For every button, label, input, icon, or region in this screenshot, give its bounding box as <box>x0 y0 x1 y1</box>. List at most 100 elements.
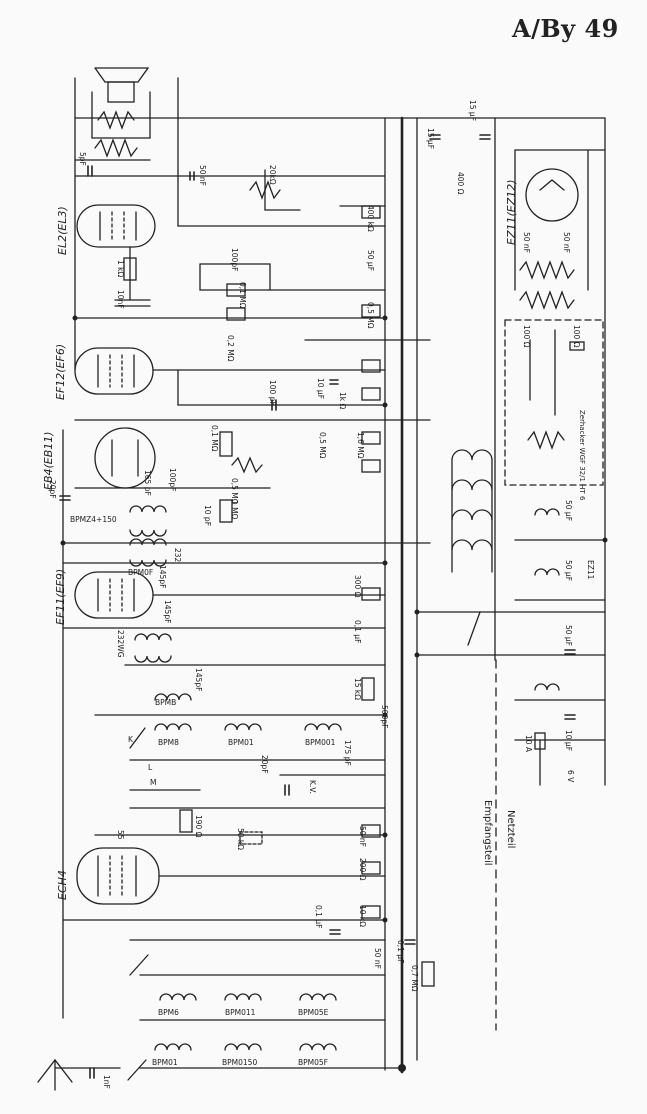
label-c-50-p5: 50 µF <box>564 625 573 646</box>
label-r-1k-b: 1k Ω <box>338 392 347 409</box>
label-coil-bpm011: BPM011 <box>225 1008 256 1017</box>
label-c-10uf: 10 µF <box>316 378 325 399</box>
label-fuse: 10 A <box>524 735 533 753</box>
label-r-400k: 400 kΩ <box>366 205 375 232</box>
tube-ef12 <box>74 347 154 395</box>
label-coil-bpm01: BPM01 <box>228 738 254 747</box>
label-c-10nf: 10nF <box>116 290 125 309</box>
label-vibrator: Zerhacker WGF 32/1 HT 6 <box>578 410 586 501</box>
input-coils <box>154 993 337 1051</box>
label-c-100pf-c: 100pF <box>168 468 177 491</box>
label-r-1k: 1 kΩ <box>116 260 125 277</box>
tube-ez11 <box>525 168 579 222</box>
tube-label-ez11: EZ11(EZ12) <box>505 179 518 245</box>
label-r-07m: 0,7 MΩ <box>410 965 419 992</box>
label-coil-bpm8: BPM8 <box>158 738 179 747</box>
label-r-200: 200 Ω <box>358 858 367 881</box>
label-c-50-ps: 50 nF <box>522 232 531 253</box>
label-coil-232-a: 232 <box>173 548 182 563</box>
label-c-50-ps2: 50 nF <box>562 232 571 253</box>
page-title: A/By 49 <box>512 14 619 43</box>
osc-coils <box>154 693 342 731</box>
label-r-05m-b: 0,5 MΩ <box>318 432 327 459</box>
receiver-section-label: Empfangsteil <box>482 800 493 866</box>
label-c-145pf-a: 145pF <box>158 565 167 588</box>
label-r-100b: 100 Ω <box>572 325 581 348</box>
label-r-02m: 0,2 MΩ <box>226 335 235 362</box>
if-transformer-1 <box>129 505 167 537</box>
label-sw-k: K <box>128 735 134 744</box>
label-r-15k: 15 kΩ <box>353 678 362 700</box>
label-c-5pf: 5pF <box>78 152 87 166</box>
label-r-1m: 1 MΩ <box>230 500 239 520</box>
label-c-01uf: 0,1 µF <box>353 620 362 643</box>
label-c-50-p3: 50 µF <box>564 500 573 521</box>
label-r-100: 100 Ω <box>522 325 531 348</box>
tube-label-eb4: EB4(EB11) <box>42 431 55 490</box>
label-c-20pf-a: 20pF <box>48 480 57 499</box>
power-section-label: Netzteil <box>505 810 516 848</box>
label-coil-bpmb: BPMB <box>155 698 176 707</box>
tube-label-ef12: EF12(EF6) <box>54 344 67 400</box>
label-sw-l: L <box>148 763 153 772</box>
label-coil-232-b: 232WG <box>116 630 125 658</box>
speaker-symbol <box>94 67 150 83</box>
label-c-145pf-c: 145pF <box>194 668 203 691</box>
tube-ech4 <box>76 847 160 905</box>
label-c-50nf-c: 50 nF <box>373 948 382 969</box>
label-r-20k: 20kΩ <box>268 165 277 185</box>
label-coil-bpm001: BPM001 <box>305 738 336 747</box>
label-c-01uf-b: 0,1 µF <box>314 905 323 928</box>
label-coil-bpm05f: BPM05F <box>298 1058 328 1067</box>
label-r-16m: 1,6 MΩ <box>356 432 365 459</box>
tube-label-el2: EL2(EL3) <box>56 206 69 255</box>
label-r-400: 400 Ω <box>456 172 465 195</box>
label-c-145pf-b: 145pF <box>163 600 172 623</box>
label-c-01-c: 0,1 µF <box>396 940 405 963</box>
label-r-05m-a: 0,5 MΩ <box>366 302 375 329</box>
label-coil-bpm-a: BPMZ4+150 <box>70 515 117 524</box>
if-transformer-3 <box>134 633 172 663</box>
label-c-175pf: 175 pF <box>343 740 352 766</box>
label-c-50nf: 50 nF <box>198 165 207 186</box>
label-r-01m-a: 0,1 MΩ <box>238 282 247 309</box>
label-coil-bpm-b: BPM0F <box>128 568 153 577</box>
label-r-10k: 10 kΩ <box>358 905 367 927</box>
label-c-100pf-b: 100 pF <box>268 380 277 406</box>
vibrator-box <box>504 319 604 486</box>
label-c-500pf: 500pF <box>380 705 389 728</box>
label-c-50-p4: 50 µF <box>564 560 573 581</box>
tube-label-ech4: ECH4 <box>56 870 69 900</box>
label-c-100pf-a: 100pF <box>230 248 239 271</box>
label-kv: K.V. <box>308 780 317 794</box>
label-coil-bpm0150: BPM0150 <box>222 1058 257 1067</box>
tube-ef11 <box>74 571 154 619</box>
tube-labels: EL2(EL3) EF12(EF6) EB4(EB11) EF11(EF9) E… <box>42 179 518 900</box>
label-c-1nf: 1nF <box>102 1075 111 1089</box>
label-r-190: 190 Ω <box>194 815 203 838</box>
label-c-15-a: 15 µF <box>426 128 435 149</box>
label-sw-m: M <box>150 778 156 787</box>
label-c-10-p: 10 µF <box>564 730 573 751</box>
label-coil-bpm05e: BPM05E <box>298 1008 329 1017</box>
label-c-165pf: 165 pF <box>143 470 152 496</box>
label-ez11-b: EZ11 <box>586 560 595 580</box>
tube-el2 <box>76 204 156 248</box>
label-coil-bpm6: BPM6 <box>158 1008 179 1017</box>
label-r-01m-b: 0,1 MΩ <box>210 425 219 452</box>
if-transformer-2 <box>129 538 167 567</box>
label-c-55: 55 <box>116 830 125 840</box>
label-coil-bpm01b: BPM01 <box>152 1058 178 1067</box>
label-c-10pf: 10 pF <box>203 505 212 526</box>
label-c-50-a: 50 µF <box>366 250 375 271</box>
label-r-50k: 50 kΩ <box>236 828 245 850</box>
label-r-05m-c: 0,5 MΩ <box>230 478 239 505</box>
label-c-20pf-b: 20pF <box>260 755 269 774</box>
label-c-50nf-b: 50 nF <box>358 826 367 847</box>
label-battery: 6 V <box>566 770 575 783</box>
label-c-15-b: 15 µF <box>468 100 477 121</box>
label-r-300: 300 Ω <box>353 575 362 598</box>
tube-label-ef11: EF11(EF9) <box>54 569 67 625</box>
